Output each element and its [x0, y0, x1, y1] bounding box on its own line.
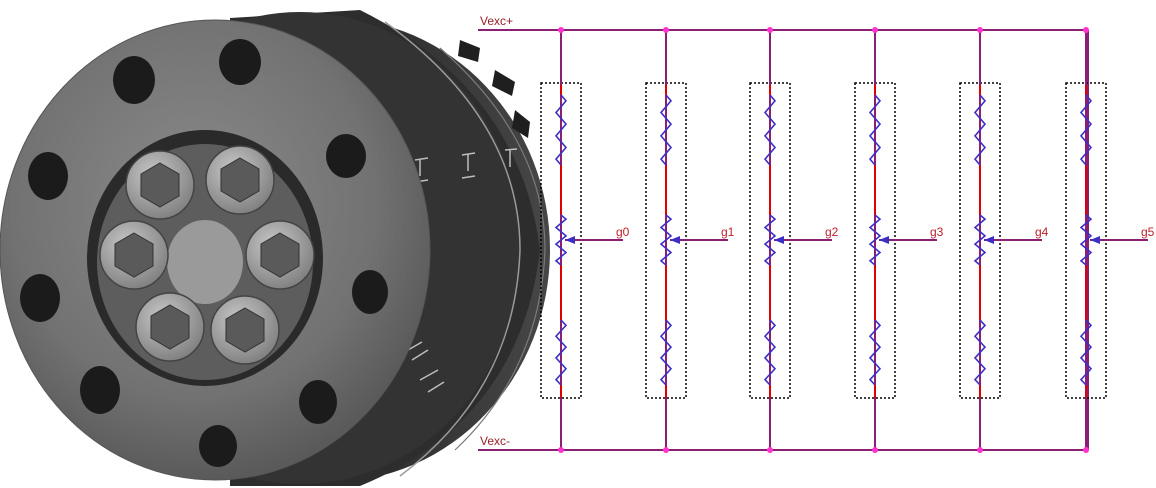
resistor — [868, 94, 882, 166]
resistor — [973, 214, 987, 266]
mounting-hole — [219, 39, 261, 85]
junction-dot — [977, 447, 983, 453]
junction-dot — [663, 447, 669, 453]
resistor — [763, 319, 777, 386]
junction-dot — [558, 447, 564, 453]
resistor — [763, 214, 777, 266]
resistor — [763, 94, 777, 166]
junction-dot — [663, 27, 669, 33]
resistor — [554, 319, 568, 386]
wiper-arrow — [565, 236, 575, 244]
resistor — [973, 319, 987, 386]
output-label-g1: g1 — [721, 225, 735, 239]
half-bridge: g2 — [749, 27, 839, 453]
resistor — [659, 319, 673, 386]
resistor — [659, 214, 673, 266]
half-bridge: g5 — [1065, 27, 1155, 453]
vexc-plus-label: Vexc+ — [480, 14, 513, 28]
half-bridges: g0 g1 g2 g3 g4 g5 — [540, 27, 1155, 453]
junction-dot — [1083, 27, 1089, 33]
wiper-arrow — [1090, 236, 1100, 244]
mounting-hole — [326, 134, 366, 178]
half-bridge: g4 — [959, 27, 1049, 453]
output-label-g0: g0 — [616, 225, 630, 239]
mounting-hole — [299, 380, 337, 424]
output-label-g2: g2 — [825, 225, 839, 239]
wiper-arrow — [984, 236, 994, 244]
wiper-arrow — [670, 236, 680, 244]
mounting-hole — [352, 270, 388, 314]
output-label-g4: g4 — [1035, 225, 1049, 239]
wiper-arrow — [879, 236, 889, 244]
bolt — [99, 220, 169, 290]
mounting-hole — [28, 152, 68, 200]
junction-dot — [558, 27, 564, 33]
bolt — [205, 145, 275, 215]
resistor — [1079, 94, 1093, 166]
resistor — [1079, 214, 1093, 266]
mounting-hole — [80, 366, 120, 414]
mounting-hole — [113, 56, 155, 104]
vexc-minus-label: Vexc- — [480, 434, 510, 448]
mounting-hole — [20, 274, 60, 322]
output-label-g5: g5 — [1141, 225, 1155, 239]
force-torque-sensor-illustration — [0, 10, 550, 486]
bolt — [210, 295, 280, 365]
resistor — [973, 94, 987, 166]
junction-dot — [977, 27, 983, 33]
junction-dot — [767, 447, 773, 453]
half-bridge: g1 — [645, 27, 735, 453]
resistor — [554, 94, 568, 166]
bolt — [245, 220, 315, 290]
resistor — [659, 94, 673, 166]
half-bridge: g3 — [854, 27, 944, 453]
half-bridge: g0 — [540, 27, 630, 453]
sensor-front-face — [0, 19, 431, 481]
bolt — [135, 292, 205, 362]
resistor — [1079, 319, 1093, 386]
junction-dot — [872, 27, 878, 33]
wiper-arrow — [774, 236, 784, 244]
resistor — [868, 214, 882, 266]
resistor — [554, 214, 568, 266]
mounting-holes — [20, 39, 388, 467]
junction-dot — [767, 27, 773, 33]
mounting-hole — [199, 425, 237, 467]
resistor — [868, 319, 882, 386]
bolt — [125, 150, 195, 220]
bridge-circuit-schematic: Vexc+ Vexc- g0 g1 g2 g3 g4 g5 — [478, 14, 1155, 453]
bolts — [99, 145, 315, 365]
junction-dot — [872, 447, 878, 453]
output-label-g3: g3 — [930, 225, 944, 239]
junction-dot — [1083, 447, 1089, 453]
